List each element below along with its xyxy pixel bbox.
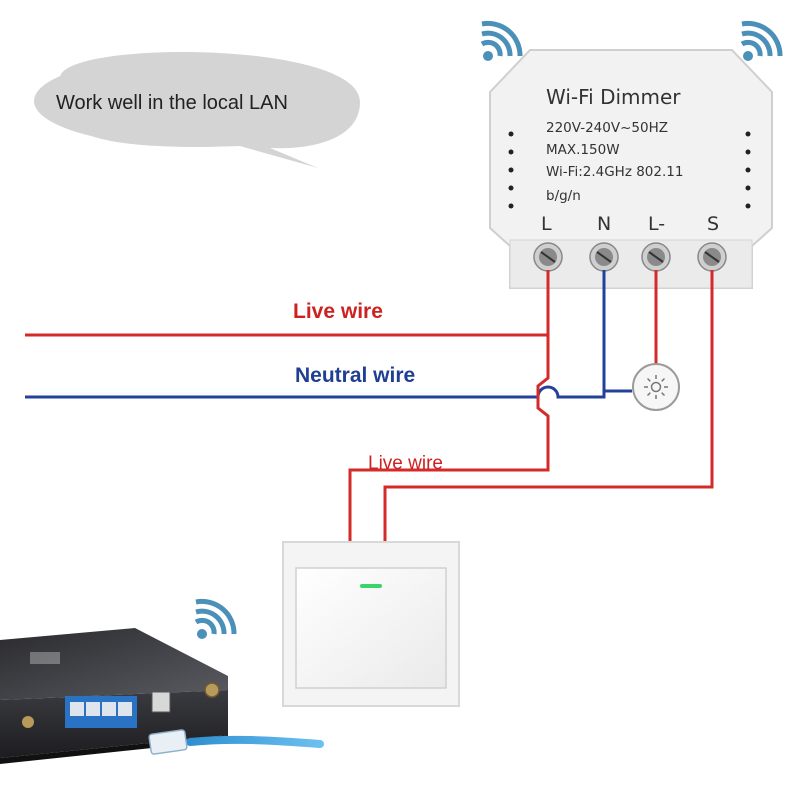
switch-signal-wire: [383, 270, 714, 545]
device-spec-voltage: 220V-240V~50HZ: [546, 120, 668, 136]
wifi-icon: [740, 20, 783, 61]
vent-dots-right: [745, 131, 751, 209]
wifi-icon: [480, 20, 523, 61]
terminal-screw-l-minus: [641, 242, 671, 272]
wiring: [25, 270, 714, 545]
wifi-dimmer-module: Wi-Fi Dimmer 220V-240V~50HZ MAX.150W Wi-…: [489, 49, 773, 289]
router-wan-port: [151, 691, 171, 713]
terminal-label-n: N: [597, 213, 611, 235]
speech-bubble: Work well in the local LAN: [34, 51, 360, 169]
live-wire-to-switch: [348, 335, 550, 545]
vent-dots-left: [508, 131, 514, 209]
router-top: [0, 628, 228, 700]
terminal-screw-n: [589, 242, 619, 272]
terminal-label-s: S: [707, 213, 719, 235]
light-bulb-icon: [632, 363, 680, 411]
router-antenna-port: [204, 682, 220, 698]
terminal-screw-l: [533, 242, 563, 272]
live-wire-label: Live wire: [293, 300, 383, 323]
speech-bubble-body: [34, 55, 358, 147]
terminal-label-l-minus: L-: [648, 213, 665, 235]
switch-live-wire-label: Live wire: [368, 453, 443, 474]
bubble-text: Work well in the local LAN: [56, 92, 288, 114]
terminal-label-l: L: [541, 213, 552, 235]
device-spec-wifi: Wi-Fi:2.4GHz 802.11: [546, 164, 683, 180]
terminal-screw-s: [697, 242, 727, 272]
device-spec-power: MAX.150W: [546, 142, 620, 158]
ethernet-cable: [148, 729, 324, 755]
live-wire: [25, 270, 550, 337]
router-lan-ports: [65, 696, 137, 728]
wall-switch: [282, 541, 460, 707]
device-title: Wi-Fi Dimmer: [546, 85, 681, 109]
neutral-wire-label: Neutral wire: [295, 364, 415, 387]
switch-led: [360, 584, 382, 588]
device-spec-wifi-standard: b/g/n: [546, 188, 581, 204]
wifi-icon: [194, 598, 237, 639]
